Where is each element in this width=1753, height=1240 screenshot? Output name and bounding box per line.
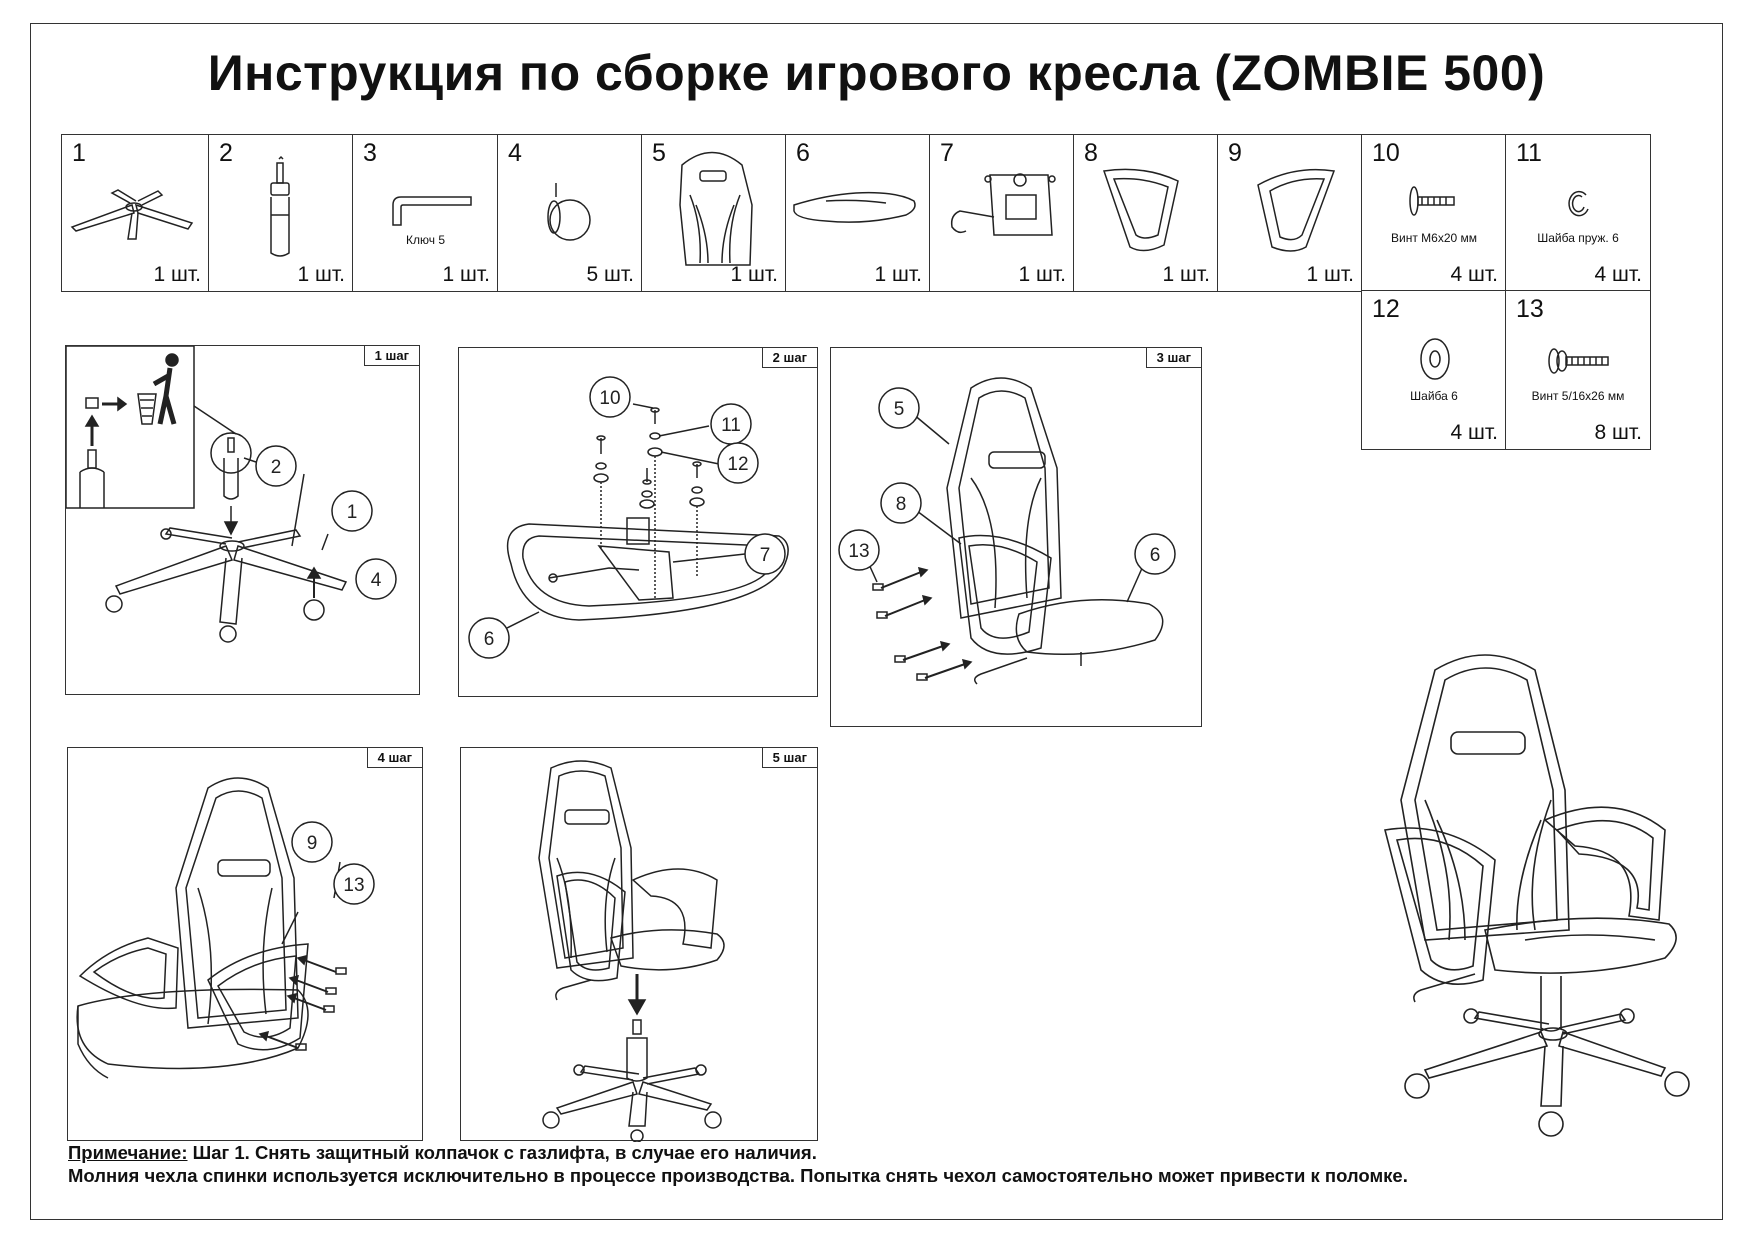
callout-2: 2	[271, 457, 282, 478]
callout-12: 12	[727, 454, 748, 475]
part-cell-1: 1 1 шт.	[61, 134, 210, 292]
step-4-illustration: 9 13	[76, 777, 375, 1079]
chair-base-icon	[70, 189, 194, 240]
part-quantity: 1 шт.	[730, 263, 779, 286]
armrest-right-icon	[1257, 168, 1336, 252]
part-quantity: 1 шт.	[442, 263, 491, 286]
callout-6: 6	[484, 629, 495, 650]
callout-13: 13	[848, 541, 869, 562]
mechanism-icon	[950, 173, 1056, 236]
callout-1: 1	[347, 502, 358, 523]
part-number: 7	[940, 139, 954, 167]
assembled-chair-illustration	[1365, 640, 1695, 1160]
part-cell-4: 4 5 шт.	[497, 134, 643, 292]
step-label: 3 шаг	[1145, 348, 1201, 368]
part-number: 8	[1084, 139, 1098, 167]
part-quantity: 1 шт.	[874, 263, 923, 286]
washer-icon	[1420, 338, 1450, 380]
part-number: 9	[1228, 139, 1242, 167]
part-cell-10: 10 Винт М6х20 мм 4 шт.	[1361, 134, 1507, 292]
note-text-1: Шаг 1. Снять защитный колпачок с газлифт…	[187, 1142, 817, 1163]
step-3-illustration: 5 8 13 6	[838, 377, 1176, 685]
part-caption: Шайба пруж. 6	[1537, 231, 1619, 245]
bolt-icon	[1548, 348, 1609, 374]
part-cell-8: 8 1 шт.	[1073, 134, 1219, 292]
part-cell-13: 13 Винт 5/16х26 мм 8 шт.	[1505, 290, 1651, 450]
part-caption: Шайба 6	[1410, 389, 1458, 403]
callout-11: 11	[721, 415, 741, 436]
part-cell-5: 5 1 шт.	[641, 134, 787, 292]
callout-9: 9	[307, 833, 318, 854]
part-quantity: 4 шт.	[1450, 421, 1499, 444]
part-quantity: 1 шт.	[1162, 263, 1211, 286]
part-quantity: 1 шт.	[297, 263, 346, 286]
part-number: 6	[796, 139, 810, 167]
gas-lift-icon	[270, 155, 290, 257]
part-caption: Винт 5/16х26 мм	[1531, 389, 1625, 403]
document-frame	[30, 23, 1723, 1220]
part-quantity: 1 шт.	[1306, 263, 1355, 286]
callout-10: 10	[599, 388, 620, 409]
part-number: 4	[508, 139, 522, 167]
part-caption: Винт М6х20 мм	[1390, 231, 1477, 245]
step-3-panel: 3 шаг	[830, 347, 1202, 727]
part-number: 3	[363, 139, 377, 167]
part-number: 2	[219, 139, 233, 167]
part-quantity: 5 шт.	[586, 263, 635, 286]
part-cell-2: 2 1 шт.	[208, 134, 354, 292]
part-number: 5	[652, 139, 666, 167]
step-5-illustration	[538, 760, 725, 1142]
part-number: 1	[72, 139, 86, 167]
armrest-left-icon	[1102, 168, 1179, 252]
hex-key-icon	[392, 196, 472, 226]
part-number: 11	[1516, 139, 1542, 167]
callout-8: 8	[896, 494, 907, 515]
part-quantity: 1 шт.	[153, 263, 202, 286]
page-title: Инструкция по сборке игрового кресла (ZO…	[207, 45, 1546, 101]
spring-washer-icon	[1568, 190, 1589, 217]
part-quantity: 8 шт.	[1594, 421, 1643, 444]
part-cell-6: 6 1 шт.	[785, 134, 931, 292]
step-4-panel: 4 шаг	[67, 747, 423, 1141]
part-cell-9: 9 1 шт.	[1217, 134, 1363, 292]
part-cell-12: 12 Шайба 6 4 шт.	[1361, 290, 1507, 450]
part-caption: Ключ 5	[406, 233, 445, 247]
part-number: 10	[1372, 139, 1400, 167]
callout-13: 13	[343, 875, 364, 896]
step-5-panel: 5 шаг	[460, 747, 818, 1142]
step-label: 2 шаг	[761, 348, 817, 368]
step-label: 1 шаг	[363, 346, 419, 366]
callout-6: 6	[1150, 545, 1161, 566]
screw-icon	[1409, 186, 1455, 216]
seat-icon	[793, 191, 916, 223]
part-quantity: 4 шт.	[1594, 263, 1643, 286]
step-label: 4 шаг	[366, 748, 422, 768]
step-2-illustration: 10 11 12 7 6	[468, 376, 789, 659]
part-cell-11: 11 Шайба пруж. 6 4 шт.	[1505, 134, 1651, 292]
step-1-panel: 1 шаг	[65, 345, 420, 695]
step-1-illustration: 2 1 4	[66, 346, 397, 643]
part-number: 12	[1372, 295, 1400, 323]
caster-icon	[547, 183, 591, 241]
part-quantity: 4 шт.	[1450, 263, 1499, 286]
callout-4: 4	[371, 570, 382, 591]
assembled-chair-drawing	[1384, 654, 1690, 1137]
part-cell-3: 3 Ключ 5 1 шт.	[352, 134, 499, 292]
note-line-1: Примечание: Шаг 1. Снять защитный колпач…	[68, 1142, 817, 1164]
backrest-icon	[679, 151, 753, 266]
callout-5: 5	[894, 399, 905, 420]
part-cell-7: 7 1 шт.	[929, 134, 1075, 292]
part-quantity: 1 шт.	[1018, 263, 1067, 286]
note-prefix: Примечание:	[68, 1142, 188, 1163]
callout-7: 7	[760, 545, 771, 566]
part-number: 13	[1516, 295, 1544, 323]
step-label: 5 шаг	[761, 748, 817, 768]
step-2-panel: 2 шаг	[458, 347, 818, 697]
note-line-2: Молния чехла спинки используется исключи…	[68, 1165, 1408, 1186]
